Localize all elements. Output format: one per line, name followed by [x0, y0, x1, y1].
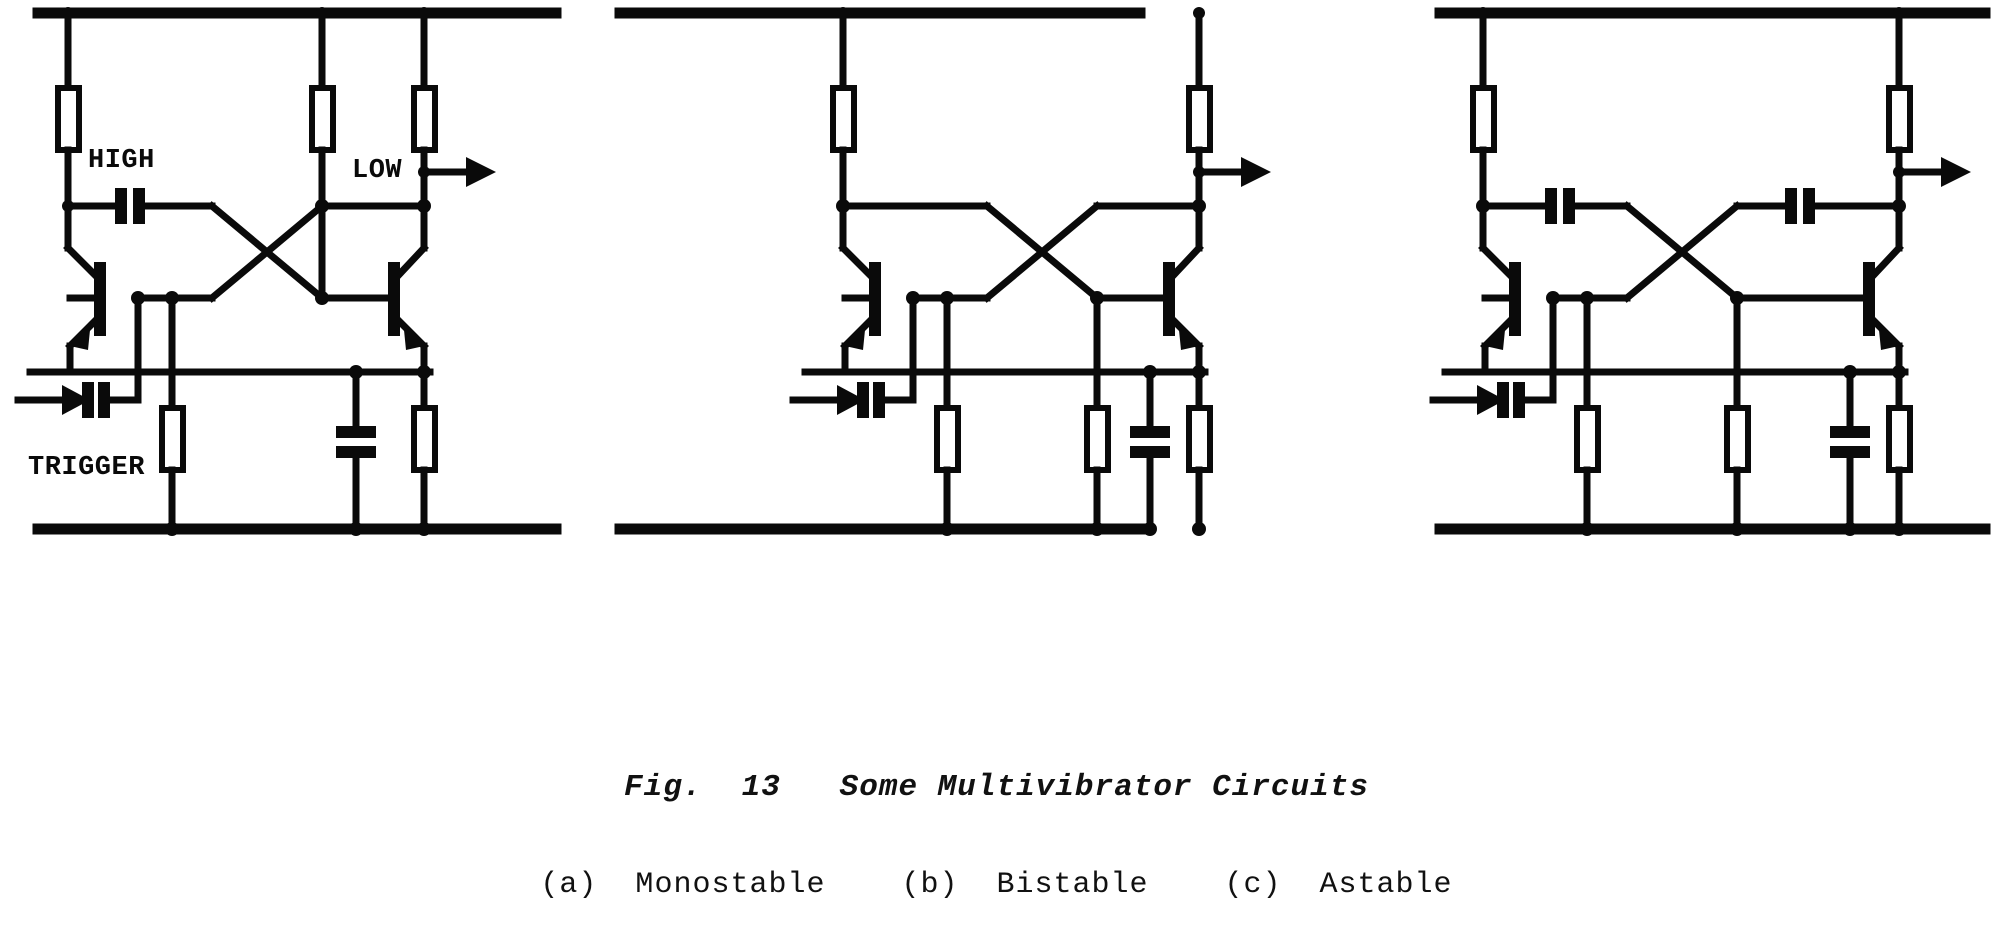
- input-arrow-a-trigger: [62, 385, 90, 415]
- resistor-c-rb1: [1574, 405, 1601, 473]
- transistor-b-q1-emitter-lead: [840, 311, 880, 351]
- input-arrow-b: [837, 385, 865, 415]
- circuit-b-bistable: [614, 7, 1271, 536]
- junction-b-rb2-ground: [1090, 522, 1104, 536]
- figure-subcaption: (a) Monostable (b) Bistable (c) Astable: [540, 868, 1453, 902]
- junction-b-re-ground: [1192, 522, 1206, 536]
- junction-c-c3-ground: [1843, 522, 1857, 536]
- resistor-c-rb2: [1724, 405, 1751, 473]
- resistor-a-rc2: [411, 85, 438, 153]
- junction-c-rc2-supply: [1893, 7, 1905, 19]
- wire-c-cross-2: [1622, 201, 1742, 303]
- transistor-c-q1-emitter-arrow: [1485, 330, 1505, 350]
- junction-a-rc2-supply: [418, 7, 430, 19]
- junction-c-output-tap: [1893, 166, 1905, 178]
- label-low: LOW: [352, 156, 402, 186]
- transistor-b-q2-emitter-lead: [1164, 311, 1204, 351]
- transistor-c-q2-emitter-arrow: [1879, 330, 1899, 350]
- label-high: HIGH: [88, 146, 155, 176]
- junction-c-re-ground: [1892, 522, 1906, 536]
- label-trigger: TRIGGER: [28, 453, 145, 483]
- junction-a-output-tap: [418, 166, 430, 178]
- transistor-b-q2-emitter-arrow: [1179, 330, 1199, 350]
- junction-b-rc1-supply: [837, 7, 849, 19]
- resistor-a-re: [411, 405, 438, 473]
- wire-b-cross-2: [982, 201, 1102, 303]
- output-arrow-b: [1241, 157, 1271, 187]
- junction-c-rc1-supply: [1477, 7, 1489, 19]
- junction-c-rb2-ground: [1730, 522, 1744, 536]
- resistor-b-rc1: [830, 85, 857, 153]
- transistor-a-q1-emitter-lead: [65, 311, 105, 351]
- resistor-a-rb2: [309, 85, 336, 153]
- transistor-c-q1-emitter-lead: [1480, 311, 1520, 351]
- junction-b-c2-ground: [1143, 522, 1157, 536]
- resistor-b-rb2: [1084, 405, 1111, 473]
- resistor-a-rc1: [55, 85, 82, 153]
- transistor-a-q2-emitter-arrow: [404, 330, 424, 350]
- junction-a-rb1-ground: [165, 522, 179, 536]
- junction-a-c2-top: [349, 365, 363, 379]
- junction-a-rb2-supply: [316, 7, 328, 19]
- junction-a-c2-ground: [349, 522, 363, 536]
- resistor-b-rc2: [1186, 85, 1213, 153]
- junction-c-rb1-ground: [1580, 522, 1594, 536]
- transistor-a-q1-emitter-arrow: [70, 330, 90, 350]
- resistor-b-rb1: [934, 405, 961, 473]
- transistor-a-q2-emitter-lead: [389, 311, 429, 351]
- junction-b-rc2-supply: [1193, 7, 1205, 19]
- transistor-b-q1-emitter-arrow: [845, 330, 865, 350]
- resistor-a-rb1: [159, 405, 186, 473]
- resistor-c-re: [1886, 405, 1913, 473]
- output-arrow-a: [466, 157, 496, 187]
- input-arrow-c: [1477, 385, 1505, 415]
- transistor-c-q2-emitter-lead: [1864, 311, 1904, 351]
- circuit-a-monostable: HIGH LOW TRIGGER: [14, 7, 562, 536]
- figure-caption: Fig. 13 Some Multivibrator Circuits: [624, 770, 1369, 805]
- junction-b-rb1-ground: [940, 522, 954, 536]
- output-arrow-c: [1941, 157, 1971, 187]
- resistor-c-rc1: [1470, 85, 1497, 153]
- circuit-c-astable: [1429, 7, 1991, 536]
- junction-a-rc1-supply: [62, 7, 74, 19]
- resistor-b-re: [1186, 405, 1213, 473]
- junction-b-output-tap: [1193, 166, 1205, 178]
- junction-a-re-ground: [417, 522, 431, 536]
- junction-a-q2-base-node: [315, 291, 329, 305]
- resistor-c-rc2: [1886, 85, 1913, 153]
- wire-a-cross-2: [207, 201, 327, 303]
